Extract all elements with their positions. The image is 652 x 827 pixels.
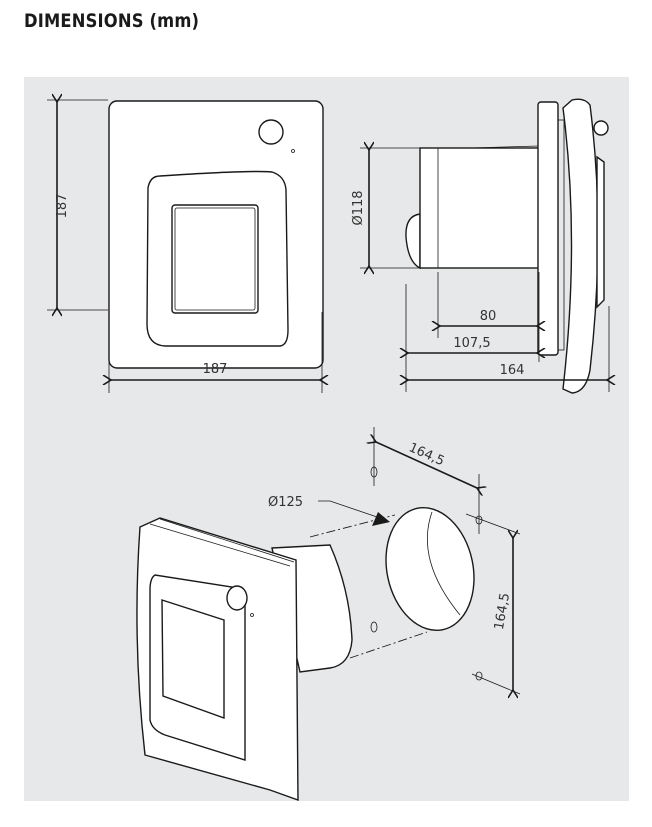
isometric-view: 164,5 164,5 Ø125 (136, 427, 521, 801)
duct-diameter-label: Ø125 (268, 495, 303, 510)
side-view: Ø118 80 107,5 164 (351, 98, 609, 394)
side-dome (405, 213, 421, 270)
duct-ring (385, 506, 475, 632)
depth-80-label: 80 (480, 309, 497, 324)
side-plate (537, 101, 559, 356)
hole-spacing-vertical-label: 164,5 (492, 592, 513, 631)
side-body (419, 147, 541, 269)
height-label: 187 (55, 194, 70, 219)
front-frame (146, 170, 289, 347)
indicator-led-icon (291, 149, 295, 153)
page-title: DIMENSIONS (mm) (24, 10, 200, 32)
front-view: 187 187 (47, 100, 323, 393)
iso-dial-icon (226, 585, 248, 611)
diameter-125-arrowhead (372, 512, 390, 526)
control-button (171, 204, 259, 314)
width-label: 187 (203, 362, 228, 377)
side-cover (562, 98, 599, 394)
iso-button (161, 599, 225, 719)
depth-107-5-label: 107,5 (453, 336, 490, 351)
mount-hole-icon (370, 621, 378, 633)
diameter-118-label: Ø118 (351, 190, 366, 225)
hole-spacing-horizontal-arrow (376, 442, 477, 488)
depth-164-label: 164 (500, 363, 525, 378)
dial-icon (258, 119, 284, 145)
